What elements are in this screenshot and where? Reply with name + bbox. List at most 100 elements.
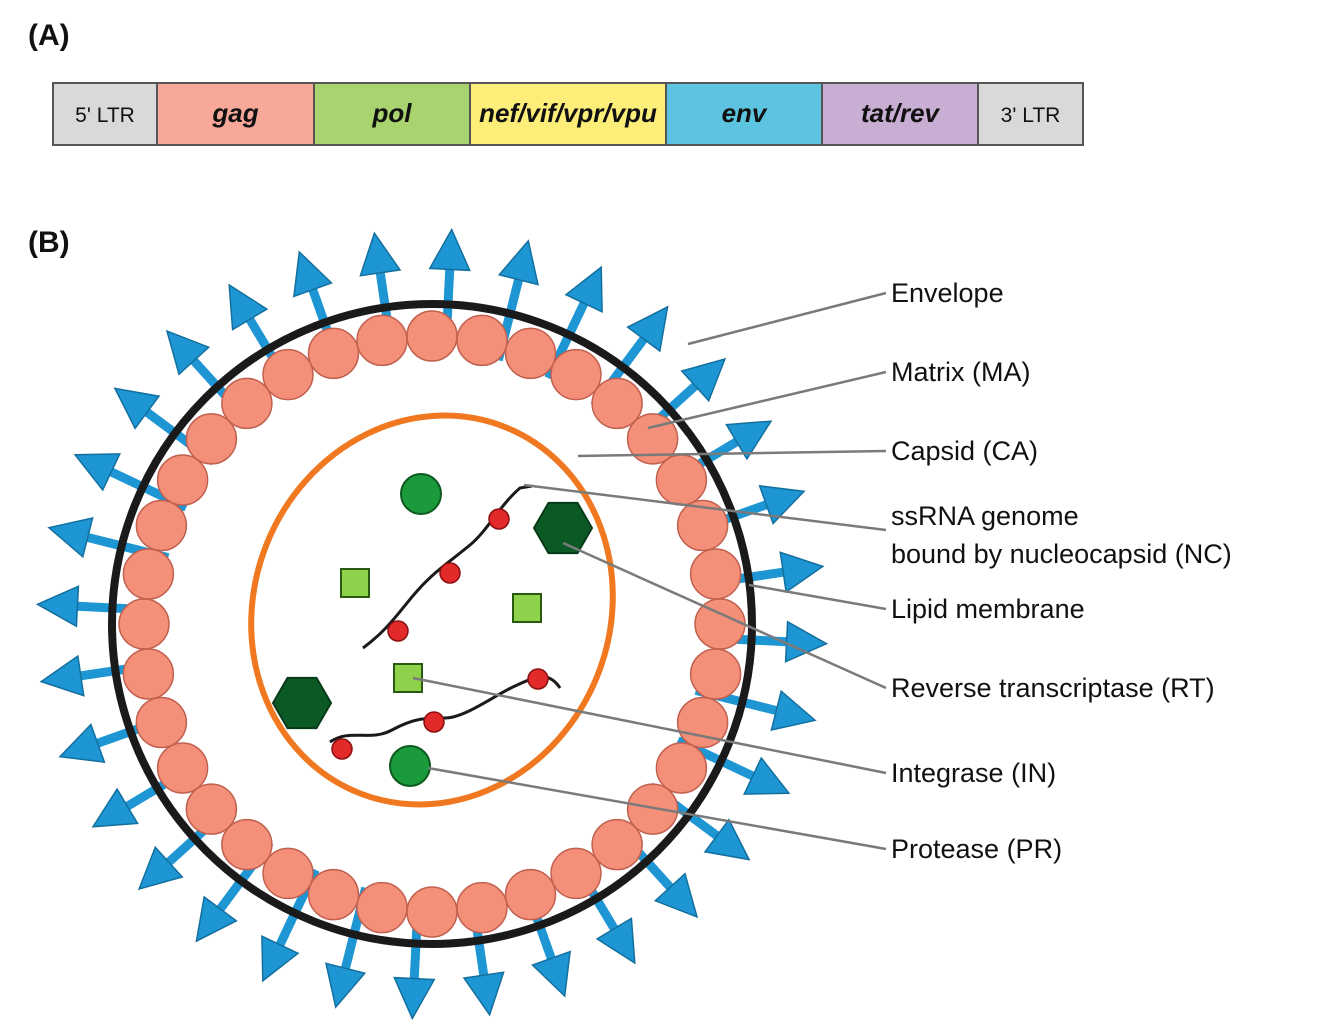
genome-map: 5' LTR gag pol nef/vif/vpr/vpu env tat/rev 3' …: [52, 82, 1084, 146]
nucleocapsid-protein: [527, 668, 549, 690]
segment-box: [52, 82, 158, 146]
matrix-protein: [655, 742, 708, 794]
spike-head: [725, 420, 773, 461]
panel-a-label: (A): [28, 19, 70, 52]
segment-label: pol: [372, 98, 413, 128]
spike-head: [58, 723, 106, 763]
rna-strand: [329, 675, 562, 744]
capsid-shell: [248, 412, 616, 808]
segment-box: [821, 82, 979, 146]
spike-head: [325, 962, 367, 1009]
genome-segment-5-ltr: 5' LTR: [52, 82, 158, 146]
segment-box: [156, 82, 315, 146]
spike-head: [428, 227, 471, 272]
nucleocapsid-protein: [439, 562, 461, 584]
segment-label: tat/rev: [861, 98, 941, 128]
genome-segment-3-ltr: 3' LTR: [977, 82, 1084, 146]
spike-head: [228, 283, 269, 331]
callout-matrix: Matrix (MA): [891, 357, 1030, 387]
matrix-protein: [221, 377, 273, 430]
spike-head: [195, 895, 238, 943]
callout-protease: Protease (PR): [891, 834, 1062, 864]
nucleocapsid-protein: [387, 620, 409, 642]
leader-line: [748, 583, 887, 611]
callout-leader-lines: [412, 291, 887, 851]
lipid-membrane-ring: [108, 300, 756, 948]
segment-box: [665, 82, 823, 146]
spike-head: [703, 818, 751, 861]
matrix-protein: [156, 454, 209, 506]
matrix-protein: [456, 314, 508, 367]
virion-particle: [35, 227, 829, 1021]
spike-head: [165, 329, 211, 376]
genome-segment-tat-rev: tat/rev: [821, 82, 979, 146]
segment-label: env: [722, 98, 768, 128]
matrix-protein: [676, 499, 729, 552]
spike-head: [653, 872, 699, 919]
integrase-icon: [512, 593, 542, 623]
matrix-protein: [356, 881, 408, 934]
callout-reverse-transcriptase: Reverse transcriptase (RT): [891, 673, 1215, 703]
nucleocapsid-protein: [331, 738, 353, 760]
matrix-protein: [406, 886, 458, 938]
leader-line: [647, 370, 887, 430]
segment-label: nef/vif/vpr/vpu: [479, 98, 657, 128]
genome-segment-pol: pol: [313, 82, 471, 146]
leader-line: [577, 449, 887, 458]
matrix-protein: [626, 413, 679, 465]
matrix-protein: [550, 348, 602, 401]
spike-head: [47, 517, 94, 559]
segment-label: 5' LTR: [75, 104, 135, 127]
matrix-protein: [122, 648, 175, 700]
matrix-protein: [504, 868, 557, 921]
matrix-protein: [135, 499, 188, 552]
callout-ssrna: bound by nucleocapsid (NC): [891, 539, 1232, 569]
protease-icon: [389, 745, 431, 787]
leader-line: [427, 766, 887, 851]
genome-segment-env: env: [665, 82, 823, 146]
matrix-protein: [262, 847, 314, 900]
genome-segment-nef-vif-vpr-vpu: nef/vif/vpr/vpu: [469, 82, 667, 146]
spike-head: [113, 387, 161, 430]
matrix-protein: [626, 783, 679, 835]
spike-head: [680, 357, 727, 403]
integrase-icon: [340, 568, 370, 598]
segment-box: [313, 82, 471, 146]
capsid-contents: [271, 473, 594, 787]
leader-line: [412, 676, 887, 775]
matrix-protein: [655, 454, 708, 506]
spike-head: [393, 976, 436, 1021]
matrix-protein: [550, 847, 602, 900]
matrix-protein: [676, 696, 729, 749]
segment-box: [977, 82, 1084, 146]
matrix-protein: [122, 548, 175, 600]
spike-head: [595, 917, 636, 965]
matrix-protein: [406, 310, 458, 362]
matrix-protein: [221, 818, 273, 871]
segment-label: 3' LTR: [1001, 104, 1061, 127]
matrix-protein: [689, 548, 742, 600]
matrix-layer: [118, 310, 746, 938]
matrix-protein: [689, 648, 742, 700]
matrix-protein: [185, 413, 238, 465]
spike-head: [626, 305, 669, 353]
segment-label: gag: [211, 98, 258, 128]
matrix-protein: [456, 881, 508, 934]
nucleocapsid-protein: [488, 508, 510, 530]
spike-head: [462, 971, 505, 1017]
matrix-protein: [307, 327, 360, 380]
matrix-protein: [504, 327, 557, 380]
nucleocapsid-protein: [423, 711, 445, 733]
reverse-transcriptase-icon: [271, 676, 333, 730]
spike-head: [564, 265, 603, 313]
leader-line: [687, 291, 887, 346]
spike-head: [73, 453, 121, 492]
spike-head: [779, 551, 825, 594]
matrix-protein: [356, 314, 408, 367]
leader-line: [523, 483, 887, 532]
spike-head: [35, 585, 80, 628]
matrix-protein: [135, 696, 188, 749]
spike-head: [743, 756, 791, 795]
